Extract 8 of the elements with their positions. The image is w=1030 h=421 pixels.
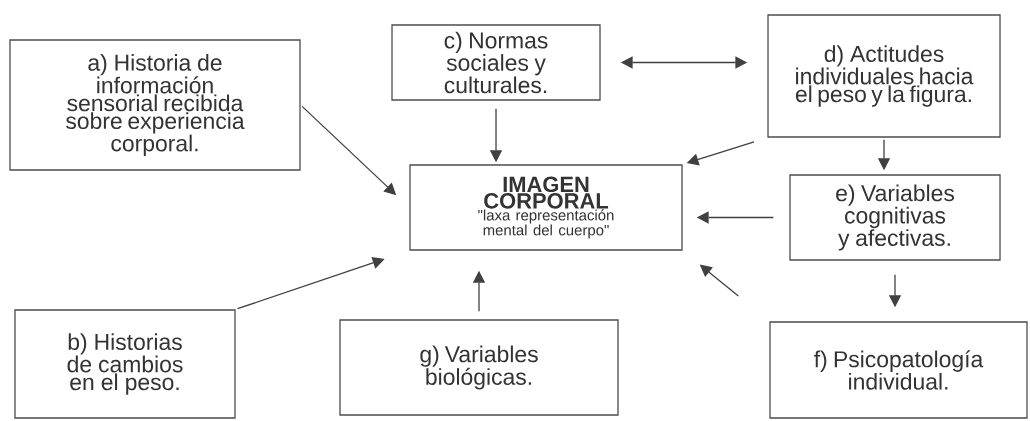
factor-box: c) Normas sociales y culturales. xyxy=(391,24,601,101)
factor-box: g) Variables biológicas. xyxy=(339,319,619,416)
factor-box: a) Historia de información sensorial recibida sobre experiencia corporal. xyxy=(9,39,301,171)
factor-box: f) Psicopatología individual. xyxy=(769,321,1028,419)
factor-box: e) Variables cognitivas y afectivas. xyxy=(789,174,1001,261)
central-concept-box: IMAGEN CORPORAL "laxa representación mental del cuerpo" xyxy=(409,164,683,251)
factor-box: d) Actitudes individuales hacia el peso y la figura. xyxy=(767,14,1001,138)
factor-box: b) Historias de cambios en el peso. xyxy=(14,309,236,419)
